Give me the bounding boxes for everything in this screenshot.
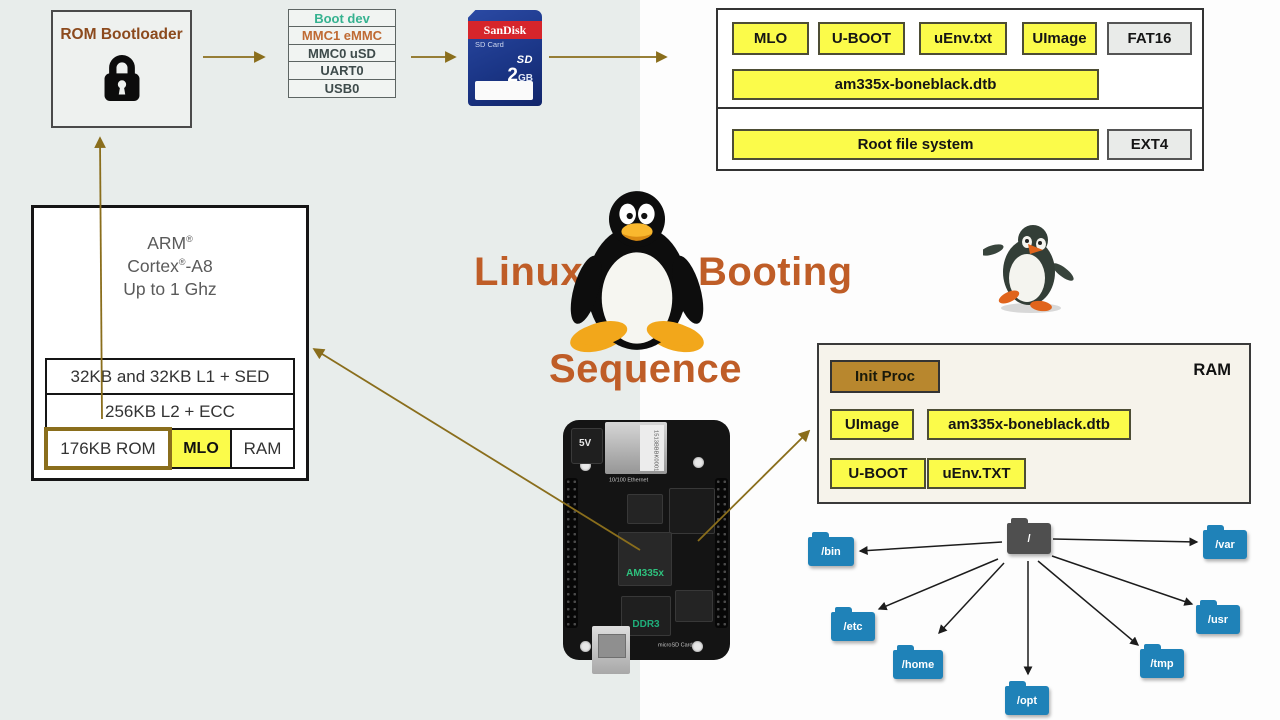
arm-soc-box: ARM® Cortex®-A8 Up to 1 Ghz 32KB and 32K…	[31, 205, 309, 481]
file-mlo: MLO	[732, 22, 809, 55]
boot-device-table: Boot dev MMC1 eMMC MMC0 uSD UART0 USB0	[288, 8, 396, 98]
boot-dev-row-usb0: USB0	[288, 78, 396, 98]
ram-uenv: uEnv.TXT	[927, 458, 1026, 489]
ethernet-label: 10/100 Ethernet	[609, 477, 649, 484]
rom-bootloader-label: ROM Bootloader	[60, 26, 183, 43]
walking-penguin-icon	[983, 225, 1074, 313]
am335x-chip: AM335x	[618, 532, 672, 586]
ram-contents-box: RAM Init Proc UImage am335x-boneblack.dt…	[817, 343, 1251, 504]
usb-slot	[598, 634, 626, 658]
filesystem-ext4: EXT4	[1107, 129, 1192, 160]
microsd-label: microSD Card	[658, 642, 693, 649]
sd-card-brand: SanDisk	[483, 22, 527, 37]
fs-folder-bin: /bin	[808, 532, 854, 566]
ethernet-port: 1513BBBK0001	[605, 422, 667, 474]
chip	[675, 590, 713, 622]
ram-corner-label: RAM	[1193, 361, 1231, 379]
soc-brand: ARM®	[147, 233, 193, 253]
file-dtb: am335x-boneblack.dtb	[732, 69, 1099, 100]
mem-l1: 32KB and 32KB L1 + SED	[47, 360, 293, 395]
sd-logo: SD	[516, 54, 533, 66]
fs-folder-home: /home	[893, 645, 943, 679]
file-uenv: uEnv.txt	[919, 22, 1007, 55]
ram-uboot: U-BOOT	[830, 458, 926, 489]
mem-ram: RAM	[243, 438, 282, 458]
power-label: 5V	[579, 438, 592, 449]
boot-partition-box: MLO U-BOOT uEnv.txt UImage FAT16 am335x-…	[716, 8, 1204, 171]
ram-dtb: am335x-boneblack.dtb	[927, 409, 1131, 440]
ethernet-sticker: 1513BBBK0001	[640, 425, 664, 471]
sd-card-type-label: SD Card	[475, 41, 504, 50]
am335x-label: AM335x	[626, 568, 664, 579]
mount-hole	[580, 641, 591, 652]
boot-dev-row-uart0: UART0	[288, 61, 396, 80]
mem-l2: 256KB L2 + ECC	[47, 395, 293, 430]
mem-mlo: MLO	[172, 430, 232, 467]
init-proc-box: Init Proc	[830, 360, 940, 393]
soc-memory-list: 32KB and 32KB L1 + SED 256KB L2 + ECC 17…	[44, 358, 295, 470]
soc-title: ARM® Cortex®-A8 Up to 1 Ghz	[34, 232, 306, 301]
ram-uimage: UImage	[830, 409, 914, 440]
partition-divider	[718, 107, 1202, 109]
rom-bootloader-box: ROM Bootloader	[51, 10, 192, 128]
title-booting: Booting	[698, 250, 853, 294]
fs-folder-usr: /usr	[1196, 600, 1240, 634]
sd-card-capacity: 2GB	[507, 65, 533, 86]
pin-header-right	[715, 478, 728, 628]
title-linux: Linux	[474, 250, 584, 294]
ddr3-label: DDR3	[632, 619, 660, 630]
mem-rom-row: 176KB ROM MLO RAM	[44, 427, 293, 470]
tux-penguin-icon	[570, 191, 704, 353]
boot-dev-header: Boot dev	[288, 8, 396, 28]
soc-frequency: Up to 1 Ghz	[123, 279, 217, 300]
mount-hole	[692, 641, 703, 652]
chip	[627, 494, 663, 524]
mount-hole	[693, 457, 704, 468]
pin-header-left	[565, 478, 578, 628]
sd-card-label-sticker	[475, 81, 533, 100]
file-uboot: U-BOOT	[818, 22, 905, 55]
file-uimage: UImage	[1022, 22, 1097, 55]
fs-folder-tmp: /tmp	[1140, 644, 1184, 678]
power-jack: 5V	[571, 428, 603, 464]
sd-card-image: SanDisk SD Card SD 2GB	[468, 10, 542, 106]
lock-icon	[104, 55, 139, 101]
soc-core: Cortex®-A8	[127, 256, 213, 277]
boot-dev-row-mmc0: MMC0 uSD	[288, 43, 396, 63]
root-file-system: Root file system	[732, 129, 1099, 160]
fs-root-folder: /	[1007, 518, 1051, 554]
beaglebone-board-image: 5V 1513BBBK0001 10/100 Ethernet AM335x D…	[563, 420, 730, 674]
fs-folder-etc: /etc	[831, 607, 875, 641]
fs-folder-opt: /opt	[1005, 681, 1049, 715]
boot-dev-row-mmc1: MMC1 eMMC	[288, 26, 396, 45]
usb-port	[592, 626, 630, 674]
chip	[669, 488, 715, 534]
mem-rom: 176KB ROM	[44, 427, 172, 470]
fs-folder-var: /var	[1203, 525, 1247, 559]
filesystem-fat16: FAT16	[1107, 22, 1192, 55]
sd-card-brand-band: SanDisk	[468, 21, 542, 39]
